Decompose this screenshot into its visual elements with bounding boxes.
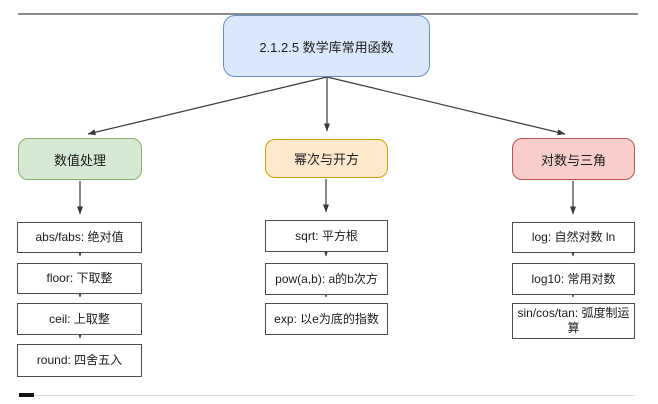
- category-label: 对数与三角: [540, 152, 606, 168]
- leaf-node-exp: exp: 以e为底的指数: [265, 303, 388, 335]
- root-node: 2.1.2.5 数学库常用函数: [223, 15, 430, 77]
- leaf-node-sqrt: sqrt: 平方根: [265, 220, 388, 252]
- leaf-label: sqrt: 平方根: [295, 228, 358, 243]
- leaf-label: abs/fabs: 绝对值: [35, 230, 124, 244]
- leaf-label: exp: 以e为底的指数: [274, 311, 379, 326]
- category-node-power-and-root: 幂次与开方: [265, 139, 388, 178]
- connector-leaf-to-leaf: [77, 248, 576, 339]
- leaf-node-pow: pow(a,b): a的b次方: [265, 263, 388, 295]
- leaf-label: floor: 下取整: [46, 271, 113, 285]
- leaf-node-sincostan: sin/cos/tan: 弧度制运算: [512, 303, 635, 339]
- top-divider: [18, 13, 638, 15]
- leaf-label: log: 自然对数 ln: [531, 230, 616, 244]
- category-node-numeric-processing: 数值处理: [18, 138, 142, 180]
- category-label: 数值处理: [53, 152, 106, 168]
- connector-root-to-logtrig: [326, 76, 566, 136]
- bottom-divider: [19, 395, 635, 396]
- leaf-node-floor: floor: 下取整: [17, 263, 142, 294]
- leaf-node-round: round: 四舍五入: [17, 344, 142, 377]
- bottom-divider-dash: [19, 393, 34, 397]
- leaf-node-ceil: ceil: 上取整: [17, 303, 142, 335]
- leaf-node-log10: log10: 常用对数: [512, 263, 635, 295]
- leaf-label: pow(a,b): a的b次方: [275, 271, 378, 286]
- leaf-node-log: log: 自然对数 ln: [512, 222, 635, 253]
- leaf-label: ceil: 上取整: [49, 311, 110, 326]
- leaf-label: round: 四舍五入: [36, 353, 123, 367]
- leaf-label: log10: 常用对数: [531, 271, 616, 286]
- category-node-log-and-trig: 对数与三角: [512, 138, 635, 180]
- connector-root-to-numeric: [87, 76, 328, 136]
- category-label: 幂次与开方: [293, 152, 359, 167]
- root-node-label: 2.1.2.5 数学库常用函数: [259, 39, 394, 55]
- leaf-node-abs: abs/fabs: 绝对值: [17, 222, 142, 253]
- leaf-label: sin/cos/tan: 弧度制运算: [517, 306, 630, 335]
- connector-category-to-leaf: [77, 179, 576, 215]
